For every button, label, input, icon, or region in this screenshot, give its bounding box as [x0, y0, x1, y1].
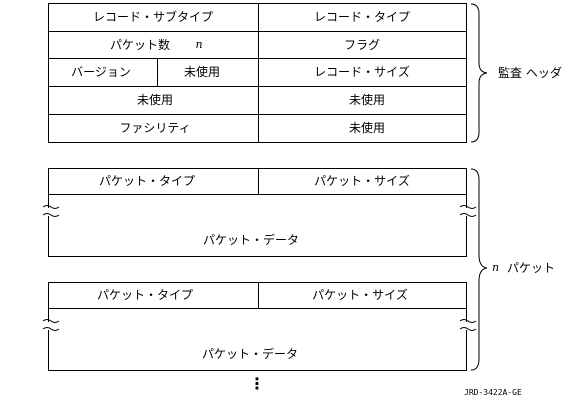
packet-2-data-cell: パケット・データ — [201, 347, 299, 361]
packet-1-type-cell: パケット・タイプ — [98, 174, 196, 188]
record-type-cell: レコード・タイプ — [313, 10, 411, 24]
figure-id: JRD-3422A-GE — [464, 388, 522, 397]
packet-2-break-left-a — [42, 319, 60, 323]
packet-group-label: パケット — [507, 261, 556, 275]
packet-2-break-right-a — [459, 319, 477, 323]
packet-2-size-cell: パケット・サイズ — [312, 288, 408, 302]
packet-1-break-left-b — [42, 213, 60, 217]
packet-2-bottom-border — [48, 330, 467, 371]
packet-2-top-border — [48, 282, 467, 322]
packet-count-variable: n — [195, 38, 203, 51]
header-brace — [470, 3, 488, 143]
packet-2-break-right-b — [459, 327, 477, 331]
packet-1-break-right-a — [459, 205, 477, 209]
audit-header-label: 監査 ヘッダ — [498, 66, 562, 80]
flags-cell: フラグ — [343, 38, 381, 52]
packet-1-break-left-a — [42, 205, 60, 209]
facility-cell: ファシリティ — [119, 121, 191, 135]
packet-count-cell: パケット数 — [109, 38, 171, 52]
unused-cell-1: 未使用 — [183, 65, 221, 79]
packet-group-brace — [470, 168, 488, 371]
packet-2-type-cell: パケット・タイプ — [96, 288, 194, 302]
unused-cell-2: 未使用 — [136, 93, 174, 107]
packet-1-break-right-b — [459, 213, 477, 217]
packet-2-break-left-b — [42, 327, 60, 331]
record-subtype-cell: レコード・サブタイプ — [92, 10, 214, 24]
version-cell: バージョン — [71, 65, 131, 79]
unused-cell-3: 未使用 — [348, 93, 386, 107]
packet-1-top-border — [48, 168, 467, 208]
packet-group-variable: n — [492, 261, 500, 274]
packet-1-bottom-border — [48, 216, 467, 257]
packet-1-data-cell: パケット・データ — [202, 233, 300, 247]
packet-1-size-cell: パケット・サイズ — [314, 174, 410, 188]
continuation-ellipsis: ⋮ — [249, 374, 265, 393]
record-size-cell: レコード・サイズ — [314, 65, 410, 79]
header-table-border — [48, 3, 467, 143]
unused-cell-4: 未使用 — [348, 121, 386, 135]
